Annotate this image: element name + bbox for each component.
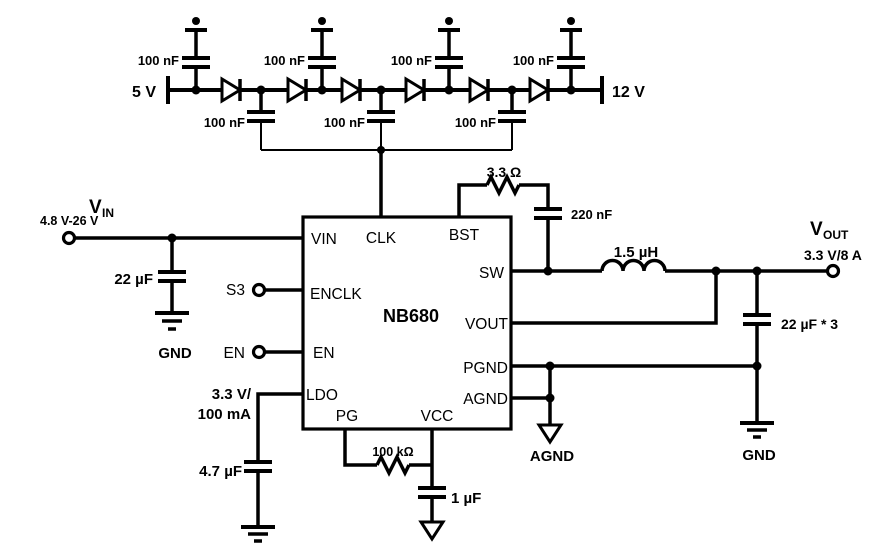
output-gnd-label: GND [742,447,776,464]
ic-pin-vcc: VCC [421,408,454,425]
pump-top-cap-2 [308,17,336,90]
output-cap-net [743,271,771,366]
ldo-net [241,392,303,543]
pump-bottom-cap-1 [247,90,275,150]
ic-body [301,215,513,431]
bst-resistor-value: 3.3 Ω [487,164,522,180]
vout-rating-label: 3.3 V/8 A [804,247,862,263]
pump-top-cap-4 [557,17,585,90]
vout-terminal-sub: OUT [823,228,849,242]
ic-pin-bst: BST [449,227,480,244]
vin-terminal-sub: IN [102,206,114,220]
vout-terminal-label: V [810,219,823,240]
rail-5v-label: 5 V [132,84,156,101]
ic-pin-en: EN [313,345,335,362]
pump-top-cap-3 [435,17,463,90]
vout-feedback-net [511,271,718,325]
sw-net [511,258,841,279]
pump-top-cap-3-value: 100 nF [391,53,432,68]
input-cap-value: 22 µF [114,271,153,288]
pump-diodes [220,76,551,104]
pump-bottom-cap-3-value: 100 nF [455,115,496,130]
ic-pin-enclk: ENCLK [310,286,362,303]
output-cap-value: 22 µF * 3 [781,316,838,332]
ic-pin-ldo: LDO [306,387,338,404]
pump-rail-junctions [191,85,576,95]
clk-bus [261,146,512,218]
vcc-net [418,429,446,542]
s3-net [251,282,303,298]
pgnd-net [511,361,774,439]
agnd-net [511,366,564,445]
pg-resistor-value: 100 kΩ [372,445,413,459]
ldo-cap-value: 4.7 µF [199,463,242,480]
vin-net [61,230,303,331]
input-gnd-label: GND [158,345,192,362]
ldo-rating-line1: 3.3 V/ [212,386,252,403]
pump-top-cap-2-value: 100 nF [264,53,305,68]
ic-part-number: NB680 [383,306,439,326]
inductor-value: 1.5 µH [614,244,659,261]
ic-pin-pg: PG [336,408,358,425]
vin-range-label: 4.8 V-26 V [40,214,99,228]
pump-bottom-cap-2-value: 100 nF [324,115,365,130]
vin-terminal-label: V [89,197,102,218]
ic-pin-sw: SW [479,265,504,282]
pump-top-cap-1 [182,17,210,90]
ic-pin-clk: CLK [366,230,397,247]
ic-pin-pgnd: PGND [463,360,508,377]
ic-pin-vout: VOUT [465,316,509,333]
en-net [251,344,303,360]
bst-net [457,173,562,271]
pump-bottom-cap-2 [367,90,395,150]
pump-top-cap-1-value: 100 nF [138,53,179,68]
vcc-cap-value: 1 µF [451,490,481,507]
ic-pin-agnd: AGND [463,391,508,408]
pump-bottom-cap-1-value: 100 nF [204,115,245,130]
ldo-rating-line2: 100 mA [198,406,252,423]
s3-signal-label: S3 [226,282,245,299]
rail-12v-label: 12 V [612,84,645,101]
pg-net [343,429,432,477]
pump-top-cap-4-value: 100 nF [513,53,554,68]
bst-cap-value: 220 nF [571,207,612,222]
en-signal-label: EN [223,345,245,362]
agnd-symbol-label: AGND [530,448,574,465]
ic-pin-vin: VIN [311,231,337,248]
pump-bottom-cap-3 [498,90,526,150]
